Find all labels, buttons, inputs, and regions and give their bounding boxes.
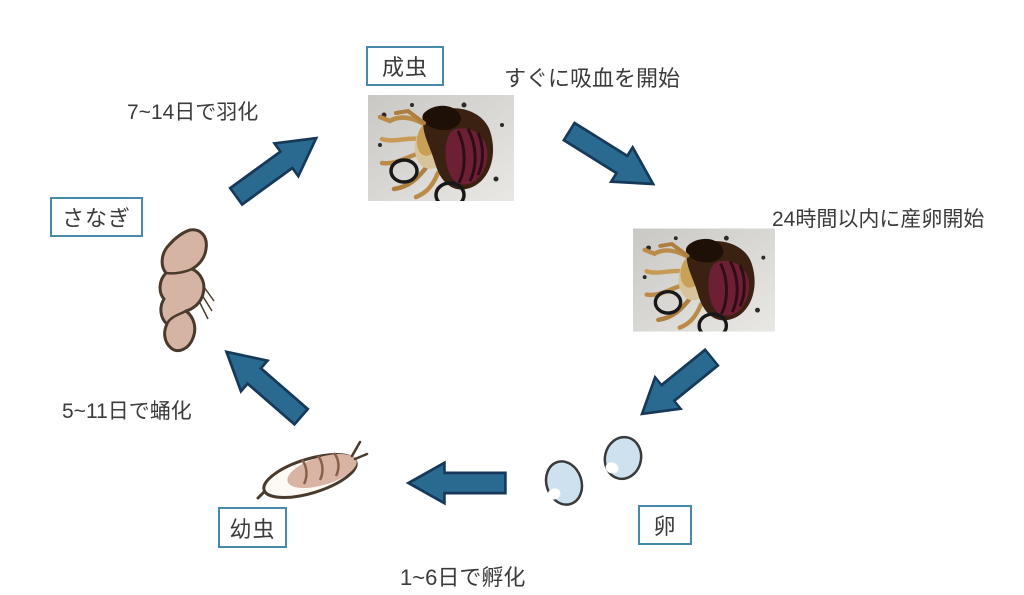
adult-flea-photo-top	[368, 95, 514, 201]
stage-label-egg: 卵	[653, 514, 677, 539]
annotation-feeding: すぐに吸血を開始	[504, 66, 681, 91]
annotation-emergence: 7~14日で羽化	[127, 101, 259, 124]
stage-box-pupa: さなぎ	[50, 197, 143, 237]
annotation-egg-laying: 24時間以内に産卵開始	[772, 208, 985, 231]
stage-label-adult: 成虫	[381, 55, 428, 80]
annotation-hatching: 1~6日で孵化	[400, 565, 526, 590]
arrow-larva-to-pupa	[209, 332, 318, 436]
adult-flea-photo-right	[633, 227, 775, 333]
arrow-egg-to-larva	[405, 460, 508, 506]
stage-label-larva: 幼虫	[229, 516, 276, 542]
pupa-illustration	[158, 228, 215, 353]
stage-box-adult: 成虫	[366, 46, 444, 86]
annotation-pupation: 5~11日で蛹化	[62, 400, 192, 423]
stage-label-pupa: さなぎ	[61, 206, 131, 231]
egg-right	[603, 435, 643, 481]
stage-box-larva: 幼虫	[218, 507, 287, 548]
larva-illustration	[256, 440, 369, 500]
arrow-adult-to-laying	[555, 111, 668, 206]
stage-box-egg: 卵	[638, 505, 692, 545]
egg-left	[544, 460, 584, 506]
egg-illustration	[544, 435, 643, 506]
arrow-laying-to-egg	[625, 338, 728, 434]
arrow-pupa-to-adult	[221, 118, 333, 217]
